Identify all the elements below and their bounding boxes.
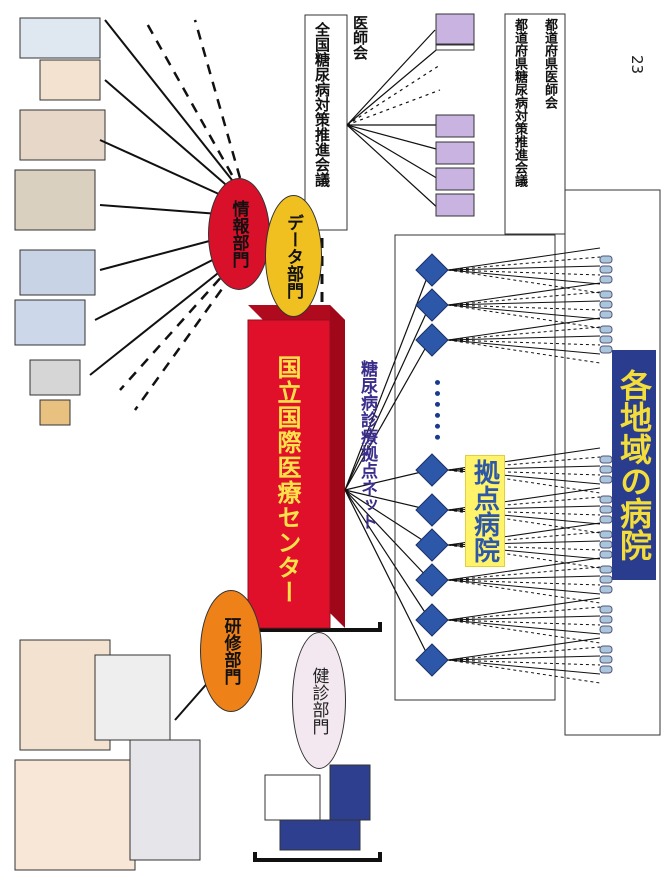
hub-ellipsis: •••••• [428,378,444,444]
regional-hospital-node [600,311,612,318]
network-label: 糖尿病診療拠点ネット [355,360,380,630]
regional-hospital-node [600,276,612,283]
joho-department: 情報部門 [208,178,270,290]
regional-hospitals-label: 各地域の病院 [612,350,656,580]
regional-hospital-node [600,626,612,633]
national-council-label: 全国糖尿病対策推進会議 [312,22,333,222]
prefectural-medical-label: 都道府県医師会 [540,18,559,109]
regional-hospital-node [600,646,612,653]
kenshu-department: 研修部門 [200,590,262,712]
prefectural-council-label: 都道府県糖尿病対策推進会議 [510,18,529,228]
staff-illustration-top [15,18,105,425]
medical-association-label: 医師会 [350,15,371,60]
data-department-label: データ部門 [281,214,306,299]
regional-hospital-node [600,606,612,613]
regional-hospital-node [600,666,612,673]
kenshu-department-label: 研修部門 [219,617,244,685]
regional-hospital-node [600,336,612,343]
regional-hospital-node [600,586,612,593]
staff-illustration-bottom [15,640,200,870]
kenshin-department: 健診部門 [292,632,346,769]
prefectural-council-bars [436,14,474,216]
kenshin-department-label: 健診部門 [307,667,332,735]
regional-hospital-node [600,566,612,573]
page-number: 23 [628,55,646,74]
regional-hospital-node [600,266,612,273]
hub-hospitals-label: 拠点病院 [465,455,505,567]
regional-hospital-node [600,326,612,333]
regional-hospital-node [600,616,612,623]
joho-department-label: 情報部門 [227,200,252,268]
regional-hospital-node [600,346,612,353]
examinee-illustration [265,765,370,850]
regional-hospital-node [600,301,612,308]
regional-hospital-node [600,291,612,298]
regional-hospital-node [600,256,612,263]
regional-hospital-node [600,576,612,583]
center-label: 国立国際医療センター [270,355,305,605]
regional-hospital-node [600,656,612,663]
